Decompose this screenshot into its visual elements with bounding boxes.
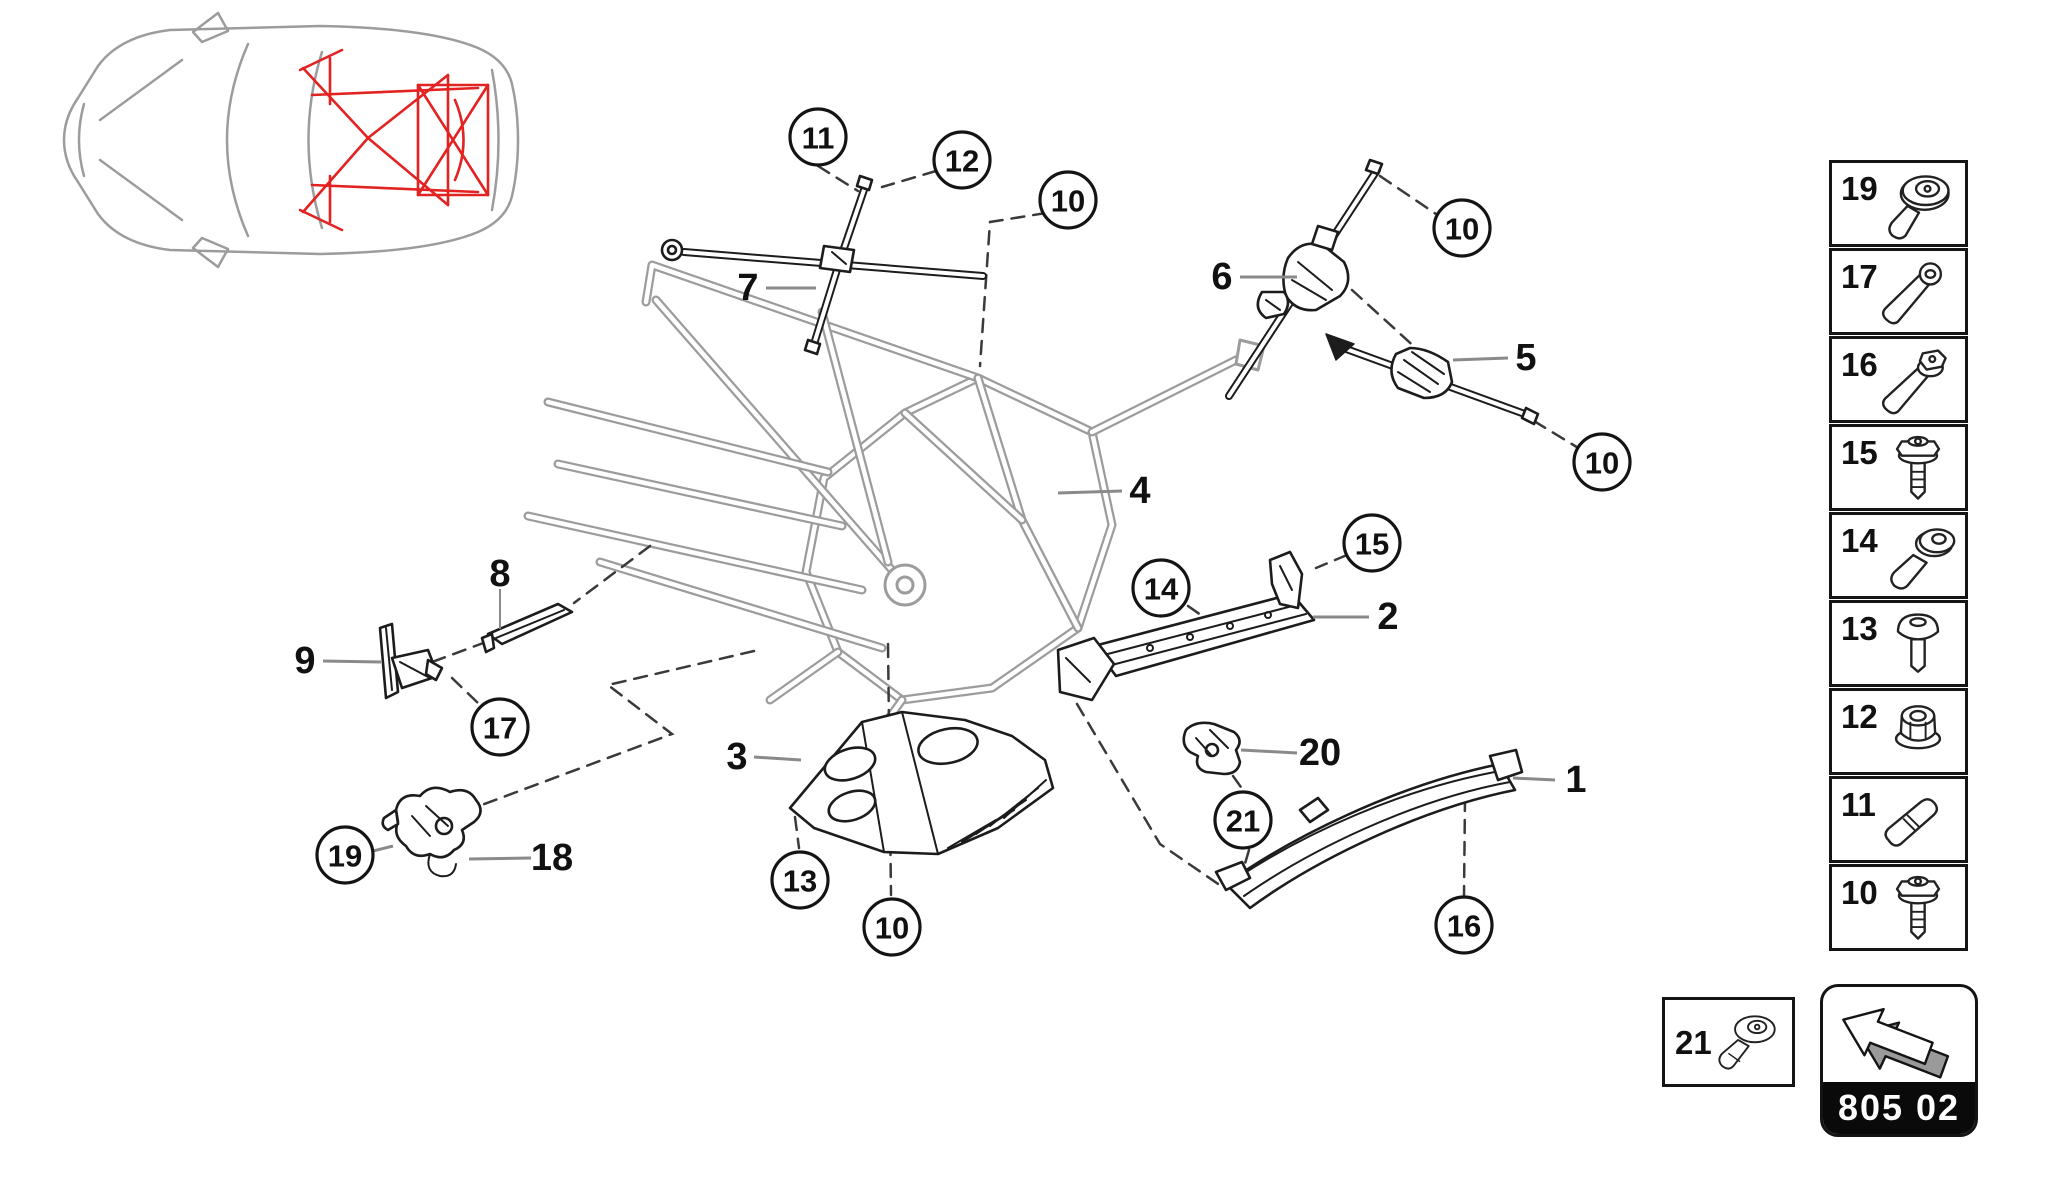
legend-item-17[interactable]: 17	[1829, 248, 1968, 335]
legend-number: 19	[1841, 170, 1878, 207]
legend-item-10[interactable]: 10	[1829, 864, 1968, 951]
shoulder-bolt-icon	[1890, 528, 1956, 590]
legend-number: 10	[1841, 874, 1878, 911]
part7-cross-brace-art	[660, 174, 987, 356]
part-label-4[interactable]: 4	[1129, 470, 1150, 512]
part-label-3[interactable]: 3	[726, 736, 747, 778]
hardware-number: 21	[1675, 1024, 1712, 1061]
part-label-8[interactable]: 8	[489, 553, 510, 595]
circle-callouts: 11 12 10 10 10 17 15 14 13 10 19 21 16	[315, 107, 1632, 957]
legend-number: 13	[1841, 610, 1878, 647]
callout-13[interactable]: 13	[770, 850, 830, 910]
hardware-box-21[interactable]: 21	[1662, 997, 1795, 1087]
part-label-2[interactable]: 2	[1377, 596, 1398, 638]
svg-text:10: 10	[1051, 184, 1085, 219]
car-top-view-inset	[62, 11, 520, 269]
part20-bracket-art	[1182, 721, 1242, 776]
part18-bracket-art	[381, 786, 482, 878]
legend-item-11[interactable]: 11	[1829, 776, 1968, 863]
left-mirror-icon	[191, 11, 230, 44]
flange-bolt-icon	[1895, 875, 1941, 940]
svg-text:11: 11	[802, 121, 835, 156]
part-label-7[interactable]: 7	[737, 267, 758, 309]
back-arrow-3d-icon	[1842, 1007, 1950, 1079]
svg-text:13: 13	[783, 864, 817, 899]
svg-text:12: 12	[945, 144, 979, 179]
svg-text:10: 10	[1585, 446, 1619, 481]
sleeve-pin-icon	[1884, 798, 1938, 847]
label-leader-lines	[322, 275, 1556, 861]
part6-strut-art	[1225, 158, 1384, 400]
part-labels: 7 6 5 4 8 9 2 3 20 1 18	[294, 256, 1586, 879]
group-code-band: 805 02	[1823, 1082, 1975, 1134]
part-label-20[interactable]: 20	[1299, 732, 1341, 774]
right-mirror-icon	[191, 236, 230, 269]
legend-item-13[interactable]: 13	[1829, 600, 1968, 687]
chassis-frame-part-4-art	[523, 260, 1266, 747]
part8-rail-art	[480, 602, 574, 654]
callout-10-right[interactable]: 10	[1432, 198, 1492, 258]
svg-text:10: 10	[1445, 212, 1479, 247]
part-label-9[interactable]: 9	[294, 640, 315, 682]
part5-strut-art	[1325, 333, 1540, 426]
callout-11[interactable]: 11	[788, 107, 848, 167]
part-label-1[interactable]: 1	[1565, 759, 1586, 801]
legend-number: 14	[1841, 522, 1878, 559]
part-label-18[interactable]: 18	[531, 837, 573, 879]
legend-item-15[interactable]: 15	[1829, 424, 1968, 511]
flange-bolt-icon	[1895, 435, 1941, 500]
group-code: 805 02	[1837, 1087, 1961, 1128]
callout-10-bottom[interactable]: 10	[862, 897, 922, 957]
legend-item-19[interactable]: 19	[1829, 160, 1968, 247]
callout-19[interactable]: 19	[315, 825, 375, 885]
group-nav-box[interactable]: 805 02	[1820, 984, 1978, 1137]
long-flange-bolt-icon	[1881, 349, 1947, 415]
callout-15[interactable]: 15	[1342, 513, 1402, 573]
screw-with-conical-washer-icon	[1718, 1015, 1776, 1070]
svg-text:17: 17	[483, 711, 517, 746]
svg-text:14: 14	[1144, 572, 1179, 607]
svg-text:21: 21	[1226, 804, 1260, 839]
svg-text:15: 15	[1355, 527, 1389, 562]
callout-17[interactable]: 17	[470, 697, 530, 757]
callout-16[interactable]: 16	[1434, 895, 1494, 955]
rear-frame-highlight	[298, 48, 490, 232]
screw-with-washer-icon	[1888, 175, 1950, 240]
part9-bracket-art	[378, 622, 444, 700]
callout-10-top[interactable]: 10	[1038, 170, 1098, 230]
part3-underbody-panel-art	[788, 710, 1055, 856]
legend-item-12[interactable]: 12	[1829, 688, 1968, 775]
button-head-screw-icon	[1896, 613, 1940, 673]
legend-number: 15	[1841, 434, 1878, 471]
legend-number: 11	[1841, 786, 1876, 823]
flange-nut-icon	[1894, 705, 1942, 750]
part-label-6[interactable]: 6	[1211, 256, 1232, 298]
callout-14[interactable]: 14	[1131, 558, 1191, 618]
svg-text:19: 19	[328, 839, 362, 874]
hardware-legend: 19 17 16 15	[1829, 160, 1968, 951]
callout-10-mid-right[interactable]: 10	[1572, 432, 1632, 492]
svg-text:10: 10	[875, 911, 909, 946]
part1-bumper-beam-art	[1214, 748, 1524, 910]
svg-text:16: 16	[1447, 909, 1481, 944]
long-bolt-icon	[1881, 262, 1943, 325]
legend-number: 17	[1841, 258, 1878, 295]
legend-item-16[interactable]: 16	[1829, 336, 1968, 423]
part-label-5[interactable]: 5	[1515, 337, 1536, 379]
legend-number: 12	[1841, 698, 1878, 735]
legend-item-14[interactable]: 14	[1829, 512, 1968, 599]
part2-crossmember-art	[1056, 550, 1316, 702]
legend-number: 16	[1841, 346, 1878, 383]
callout-12[interactable]: 12	[932, 130, 992, 190]
callout-21[interactable]: 21	[1213, 790, 1273, 850]
